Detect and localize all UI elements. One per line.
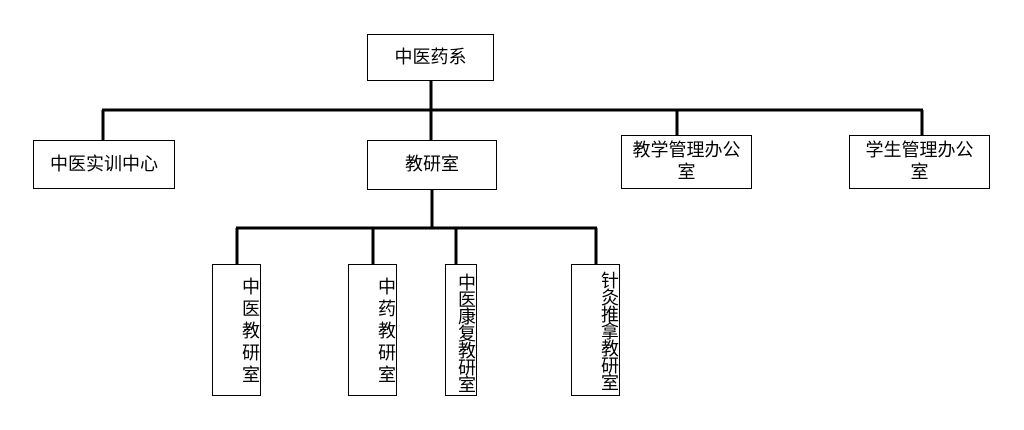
node-shixun-center: 中医实训中心 <box>33 140 175 189</box>
node-jiaoxue-office: 教学管理办公室 <box>621 135 752 189</box>
node-jiaoyanshi: 教研室 <box>367 140 497 190</box>
node-root: 中医药系 <box>367 34 494 81</box>
node-label: 中药教研室 <box>375 277 396 387</box>
node-label: 教研室 <box>405 154 459 175</box>
node-xuesheng-office: 学生管理办公室 <box>849 135 990 189</box>
node-label: 中医实训中心 <box>50 153 158 175</box>
node-label: 中医教研室 <box>239 277 260 387</box>
node-zhenjiu-jiaoyanshi: 针灸推拿教研室 <box>571 264 620 396</box>
node-label: 中医康复教研室 <box>455 272 476 392</box>
node-zhongyao-jiaoyanshi: 中药教研室 <box>348 264 397 396</box>
node-label: 学生管理办公室 <box>865 140 974 183</box>
node-root-label: 中医药系 <box>394 46 467 68</box>
node-zhongyi-jiaoyanshi: 中医教研室 <box>212 264 261 396</box>
node-label: 针灸推拿教研室 <box>598 270 619 390</box>
node-kangfu-jiaoyanshi: 中医康复教研室 <box>445 264 477 396</box>
node-label: 教学管理办公室 <box>632 140 741 183</box>
